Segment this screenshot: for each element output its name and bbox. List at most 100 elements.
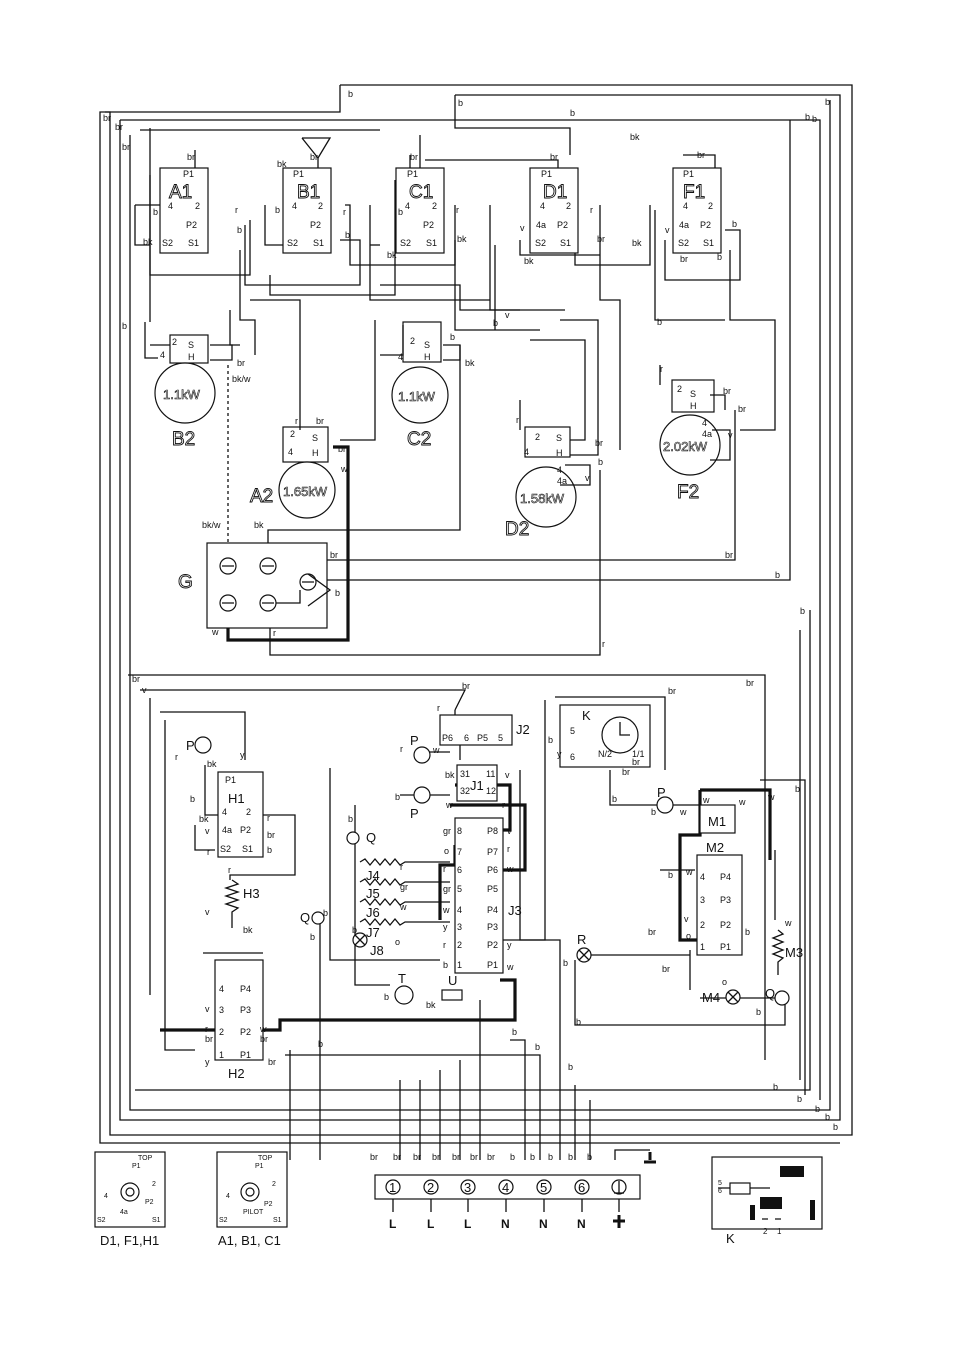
svg-text:b: b [598, 457, 603, 467]
svg-text:S1: S1 [242, 844, 253, 854]
svg-text:y: y [507, 940, 512, 950]
svg-text:P4: P4 [487, 905, 498, 915]
svg-text:4: 4 [540, 201, 545, 211]
svg-text:2: 2 [152, 1181, 156, 1188]
switch-D1: P1 4a 2 P2 S2 S1 4 D1 [529, 167, 579, 254]
svg-text:br: br [470, 1152, 478, 1162]
svg-text:4: 4 [683, 201, 688, 211]
svg-text:br: br [632, 757, 640, 767]
svg-text:br: br [662, 964, 670, 974]
svg-text:r: r [660, 364, 663, 374]
svg-text:P: P [657, 785, 666, 800]
svg-text:5: 5 [498, 733, 503, 743]
svg-text:v: v [684, 914, 689, 924]
svg-text:br: br [648, 927, 656, 937]
svg-text:6: 6 [578, 1180, 585, 1195]
svg-text:J1: J1 [470, 778, 484, 793]
svg-text:J4: J4 [366, 868, 380, 883]
svg-text:r: r [343, 207, 346, 217]
svg-text:G: G [178, 572, 193, 593]
svg-text:P2: P2 [240, 1027, 251, 1037]
svg-text:2: 2 [219, 1027, 224, 1037]
switch-A1: P1 4 2 P2 S2 S1 A1 [159, 167, 209, 254]
svg-text:S1: S1 [560, 238, 571, 248]
svg-text:2.02kW: 2.02kW [663, 439, 708, 454]
svg-text:TOP: TOP [138, 1155, 153, 1162]
svg-text:w: w [506, 962, 514, 972]
svg-text:br: br [487, 1152, 495, 1162]
svg-text:1: 1 [700, 942, 705, 952]
svg-text:br: br [413, 1152, 421, 1162]
svg-text:P5: P5 [477, 733, 488, 743]
svg-text:Q: Q [300, 910, 310, 925]
svg-text:b: b [795, 784, 800, 794]
svg-text:bk: bk [426, 1000, 436, 1010]
svg-text:S1: S1 [152, 1217, 161, 1224]
svg-text:r: r [443, 940, 446, 950]
svg-text:L: L [427, 1217, 434, 1231]
svg-text:S2: S2 [220, 844, 231, 854]
svg-text:S1: S1 [426, 238, 437, 248]
element-B2: 2 4 S H 1.1kW B2 [144, 322, 233, 450]
svg-text:P2: P2 [310, 220, 321, 230]
heater-H3: H3 [223, 879, 260, 928]
svg-text:P5: P5 [487, 884, 498, 894]
svg-text:J5: J5 [366, 886, 380, 901]
svg-text:br: br [260, 1034, 268, 1044]
svg-text:12: 12 [486, 786, 496, 796]
svg-text:D1, F1,H1: D1, F1,H1 [100, 1233, 159, 1248]
svg-text:P6: P6 [442, 733, 453, 743]
svg-text:r: r [602, 639, 605, 649]
svg-text:b: b [548, 735, 553, 745]
svg-text:P3: P3 [720, 895, 731, 905]
svg-text:v: v [665, 225, 670, 235]
svg-text:b: b [576, 1017, 581, 1027]
svg-text:8: 8 [457, 826, 462, 836]
svg-text:P: P [410, 806, 419, 821]
svg-text:br: br [550, 152, 558, 162]
svg-text:P4: P4 [240, 984, 251, 994]
connector-J2: P6 6 P5 5 J2 [439, 714, 530, 746]
svg-text:y: y [205, 1057, 210, 1067]
svg-text:T: T [398, 971, 406, 986]
top-switch-wiring [134, 120, 791, 581]
svg-text:br: br [187, 152, 195, 162]
svg-text:r: r [267, 813, 270, 823]
svg-text:v: v [205, 826, 210, 836]
svg-text:Q: Q [366, 830, 376, 845]
timer-K: K 5 6 N/2 1/1 [559, 704, 651, 768]
svg-text:P1: P1 [132, 1163, 141, 1170]
svg-text:b: b [745, 927, 750, 937]
svg-text:M3: M3 [785, 945, 803, 960]
svg-text:br: br [723, 386, 731, 396]
svg-text:N: N [539, 1217, 548, 1231]
svg-text:H1: H1 [228, 791, 245, 806]
svg-text:4: 4 [702, 418, 707, 428]
switch-H2: 4 P4 3 P3 2 P2 1 P1 H2 [203, 952, 264, 1081]
svg-text:L: L [464, 1217, 471, 1231]
svg-text:b: b [153, 207, 158, 217]
svg-text:5: 5 [570, 726, 575, 736]
svg-text:b: b [512, 1027, 517, 1037]
svg-text:v: v [507, 826, 512, 836]
svg-text:b: b [323, 908, 328, 918]
svg-text:y: y [443, 922, 448, 932]
svg-text:w: w [738, 797, 746, 807]
switch-H1: P1 4 2 4a P2 S2 S1 H1 P [186, 736, 296, 880]
svg-text:4: 4 [219, 984, 224, 994]
svg-text:b: b [348, 814, 353, 824]
svg-text:H2: H2 [228, 1066, 245, 1081]
svg-text:r: r [175, 752, 178, 762]
svg-text:2: 2 [172, 337, 177, 347]
svg-text:bk: bk [524, 256, 534, 266]
svg-text:4: 4 [405, 201, 410, 211]
svg-text:2: 2 [535, 432, 540, 442]
svg-text:H: H [690, 401, 697, 411]
svg-text:b: b [732, 219, 737, 229]
svg-text:b: b [717, 252, 722, 262]
svg-text:br: br [462, 681, 470, 691]
svg-text:J2: J2 [516, 722, 530, 737]
svg-text:2: 2 [318, 201, 323, 211]
svg-text:S2: S2 [535, 238, 546, 248]
svg-text:b: b [348, 89, 353, 99]
